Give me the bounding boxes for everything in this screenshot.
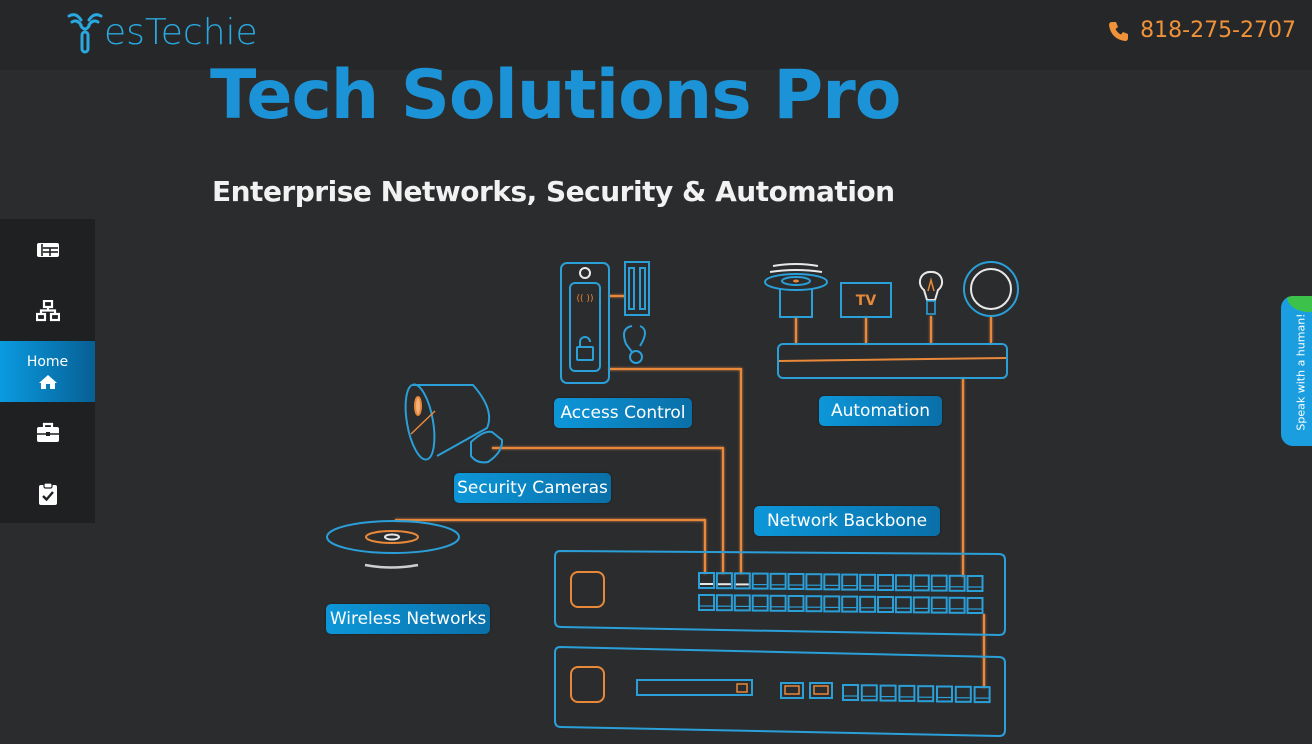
line-access-to-switch xyxy=(609,368,742,574)
port xyxy=(715,594,733,612)
key-fob xyxy=(623,325,646,353)
port xyxy=(841,595,859,613)
router xyxy=(554,645,1006,738)
router-ports xyxy=(842,684,991,704)
port xyxy=(698,594,715,611)
port xyxy=(877,574,894,591)
lock-icon xyxy=(576,346,594,361)
nav-item-home[interactable]: Home xyxy=(0,341,95,402)
smart-assistant xyxy=(963,261,1019,317)
tv-device xyxy=(840,282,892,318)
wireless-access-point xyxy=(326,520,460,569)
access-control-devices: (( )) xyxy=(560,261,650,384)
list-icon xyxy=(36,242,59,257)
switch-ports-top xyxy=(698,572,984,614)
label-network-backbone[interactable]: Network Backbone xyxy=(754,506,940,536)
nav-item-business[interactable] xyxy=(0,402,95,463)
port xyxy=(751,572,769,590)
nav-item-services[interactable] xyxy=(0,219,95,280)
clipboard-check-icon xyxy=(38,481,57,505)
port xyxy=(841,573,859,591)
smart-speaker xyxy=(764,273,828,291)
port xyxy=(898,684,916,702)
nav-home-label: Home xyxy=(26,353,69,370)
nav-item-network[interactable] xyxy=(0,280,95,341)
logo[interactable]: esTechie xyxy=(66,8,258,58)
briefcase-icon xyxy=(36,422,59,442)
light-bulb xyxy=(918,270,944,301)
label-automation[interactable]: Automation xyxy=(819,396,942,426)
port xyxy=(787,595,805,612)
port xyxy=(787,573,805,590)
port xyxy=(823,573,841,591)
security-camera xyxy=(404,383,504,464)
label-wireless-networks[interactable]: Wireless Networks xyxy=(326,604,490,634)
port xyxy=(842,684,859,701)
port xyxy=(879,684,897,702)
port xyxy=(936,685,953,703)
page-title: Tech Solutions Pro xyxy=(210,56,901,135)
wifi-y-icon xyxy=(67,13,103,54)
connection-lines xyxy=(395,295,992,688)
port xyxy=(930,574,948,592)
port xyxy=(894,574,912,592)
automation-devices: TV xyxy=(764,261,1019,379)
automation-hub xyxy=(777,343,1008,379)
phone-icon xyxy=(1109,21,1129,41)
page-subtitle: Enterprise Networks, Security & Automati… xyxy=(212,175,895,208)
port xyxy=(769,572,787,590)
port xyxy=(877,596,894,613)
tv-label: TV xyxy=(856,293,877,309)
port xyxy=(859,595,877,613)
port xyxy=(917,685,935,703)
chat-status-indicator xyxy=(1287,296,1312,312)
phone-link[interactable]: 818-275-2707 xyxy=(1108,18,1296,43)
port xyxy=(769,594,787,612)
port xyxy=(733,594,751,612)
port xyxy=(823,595,841,613)
phone-number: 818-275-2707 xyxy=(1140,18,1296,43)
line-wireless-to-switch xyxy=(395,519,706,574)
line-camera-to-switch xyxy=(492,447,724,574)
port xyxy=(860,684,878,702)
port xyxy=(948,596,966,614)
card-reader xyxy=(624,261,650,316)
port xyxy=(698,572,715,589)
home-icon xyxy=(38,374,57,389)
label-security-cameras[interactable]: Security Cameras xyxy=(454,473,611,503)
port xyxy=(930,596,948,614)
port xyxy=(715,572,733,590)
port xyxy=(966,575,984,592)
port xyxy=(912,574,930,592)
network-switch xyxy=(554,549,1006,637)
port xyxy=(948,574,966,592)
door-reader xyxy=(560,262,610,384)
port xyxy=(805,595,823,613)
nav-item-checklist[interactable] xyxy=(0,463,95,524)
speak-with-human-tab[interactable]: Speak with a human! xyxy=(1281,296,1312,446)
port xyxy=(805,573,823,591)
side-nav: Home xyxy=(0,219,95,523)
port xyxy=(859,573,877,591)
port xyxy=(954,685,972,703)
port xyxy=(733,572,751,590)
router-display xyxy=(636,679,753,696)
network-icon xyxy=(35,299,60,321)
port xyxy=(751,594,769,612)
port xyxy=(912,596,930,614)
logo-text: esTechie xyxy=(104,12,258,53)
label-access-control[interactable]: Access Control xyxy=(554,398,692,428)
port xyxy=(973,686,991,704)
top-bar: esTechie 818-275-2707 xyxy=(0,0,1312,70)
port xyxy=(966,597,984,614)
svg-text:(( )): (( )) xyxy=(577,294,594,304)
port xyxy=(894,596,912,614)
